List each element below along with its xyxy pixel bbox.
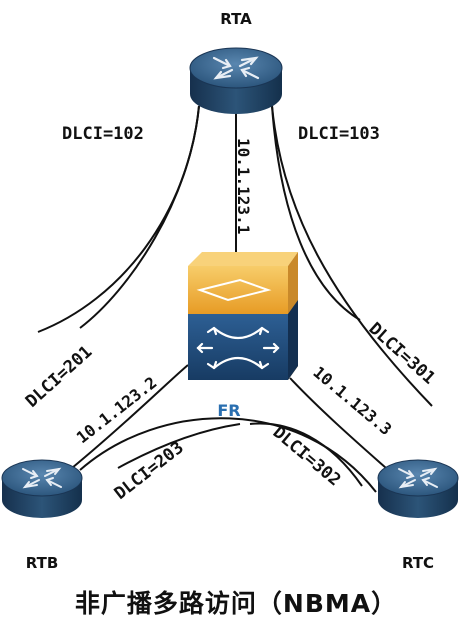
router-rtc[interactable] — [377, 459, 459, 518]
crossbar-arrows-icon — [196, 326, 280, 370]
ip-label-rta: 10.1.123.1 — [234, 138, 253, 234]
links — [37, 105, 433, 493]
link-rtb-fr — [71, 364, 189, 469]
router-label-rtb: RTB — [26, 554, 59, 572]
link-b-lower — [117, 423, 241, 469]
router-arrows-icon — [212, 56, 260, 80]
frame-relay-switch[interactable] — [188, 252, 298, 380]
router-label-rtc: RTC — [402, 554, 434, 572]
link-rta-rtb-inner — [37, 105, 200, 333]
dlci-label-301: DLCI=301 — [365, 319, 439, 389]
dlci-label-102: DLCI=102 — [62, 124, 144, 144]
link-rta-rtc-inner — [271, 105, 361, 321]
router-arrows-icon — [398, 467, 438, 489]
ip-label-rtc: 10.1.123.3 — [309, 363, 395, 439]
link-fr-rtc — [289, 377, 387, 469]
diamond-icon — [196, 278, 272, 302]
diagram-caption: 非广播多路访问（NBMA） — [74, 589, 398, 618]
link-rtb-rtc — [79, 417, 377, 493]
router-rtb[interactable] — [1, 459, 83, 518]
link-c-lower — [249, 422, 363, 487]
router-label-rta: RTA — [220, 10, 252, 28]
dlci-label-103: DLCI=103 — [298, 124, 380, 144]
dlci-label-302: DLCI=302 — [269, 423, 345, 491]
router-arrows-icon — [22, 467, 62, 489]
router-rta[interactable] — [189, 47, 283, 114]
dlci-label-203: DLCI=203 — [111, 438, 188, 504]
link-rta-rtc — [271, 105, 433, 407]
ip-label-rtb: 10.1.123.2 — [73, 373, 161, 447]
dlci-label-201: DLCI=201 — [22, 342, 96, 412]
switch-label-fr: FR — [217, 401, 240, 420]
